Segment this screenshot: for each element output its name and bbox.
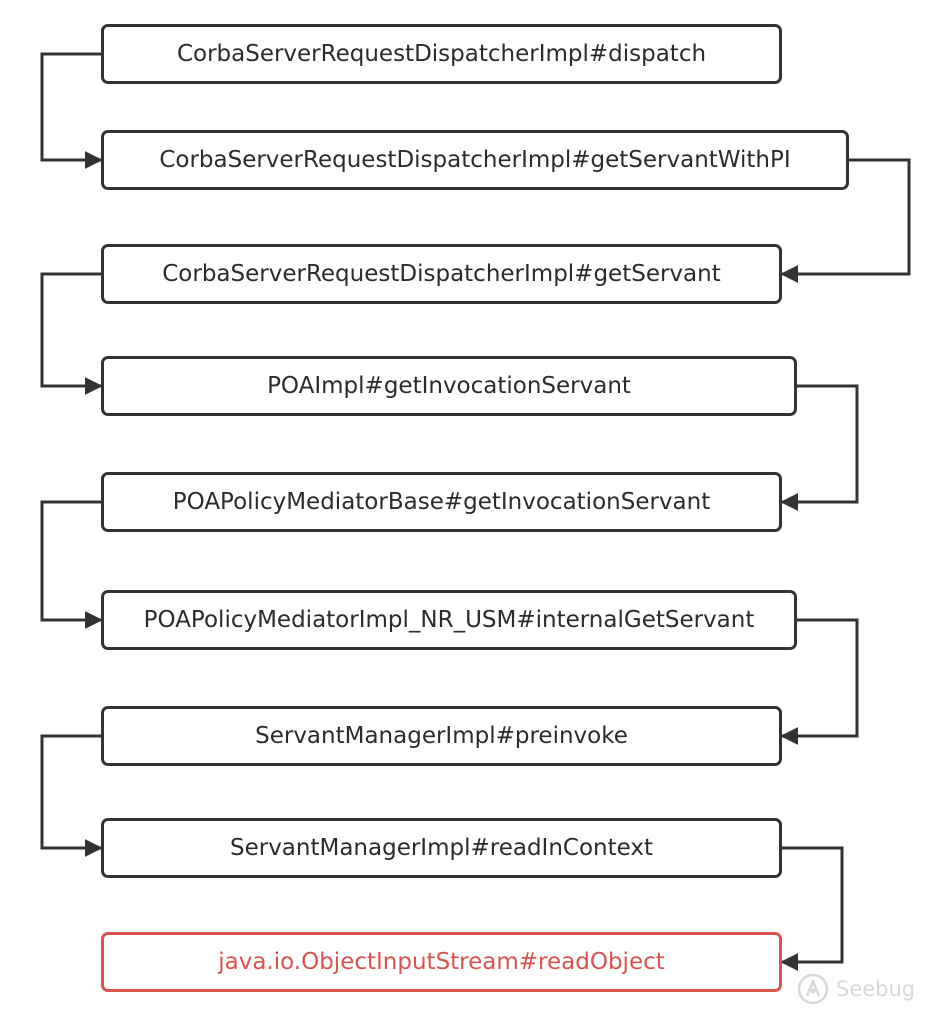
connector-arrow [40, 500, 103, 629]
connector-arrow [780, 384, 859, 511]
target-node-highlighted: java.io.ObjectInputStream#readObject [101, 932, 782, 992]
call-node: CorbaServerRequestDispatcherImpl#dispatc… [101, 24, 782, 84]
call-node: ServantManagerImpl#preinvoke [101, 706, 782, 766]
connector-arrow [40, 52, 103, 169]
connector-arrow [780, 618, 859, 745]
call-node: POAImpl#getInvocationServant [101, 356, 797, 416]
connector-arrow [780, 158, 911, 283]
watermark-text: Seebug [836, 977, 916, 1001]
call-node: CorbaServerRequestDispatcherImpl#getServ… [101, 130, 849, 190]
connector-arrow [40, 734, 103, 857]
connector-arrow [40, 272, 103, 395]
watermark: Seebug [796, 972, 915, 1006]
connector-arrow [780, 846, 844, 971]
call-node: POAPolicyMediatorBase#getInvocationServa… [101, 472, 782, 532]
call-node: ServantManagerImpl#readInContext [101, 818, 782, 878]
call-node: POAPolicyMediatorImpl_NR_USM#internalGet… [101, 590, 797, 650]
seebug-logo-icon [797, 973, 829, 1005]
call-node: CorbaServerRequestDispatcherImpl#getServ… [101, 244, 782, 304]
